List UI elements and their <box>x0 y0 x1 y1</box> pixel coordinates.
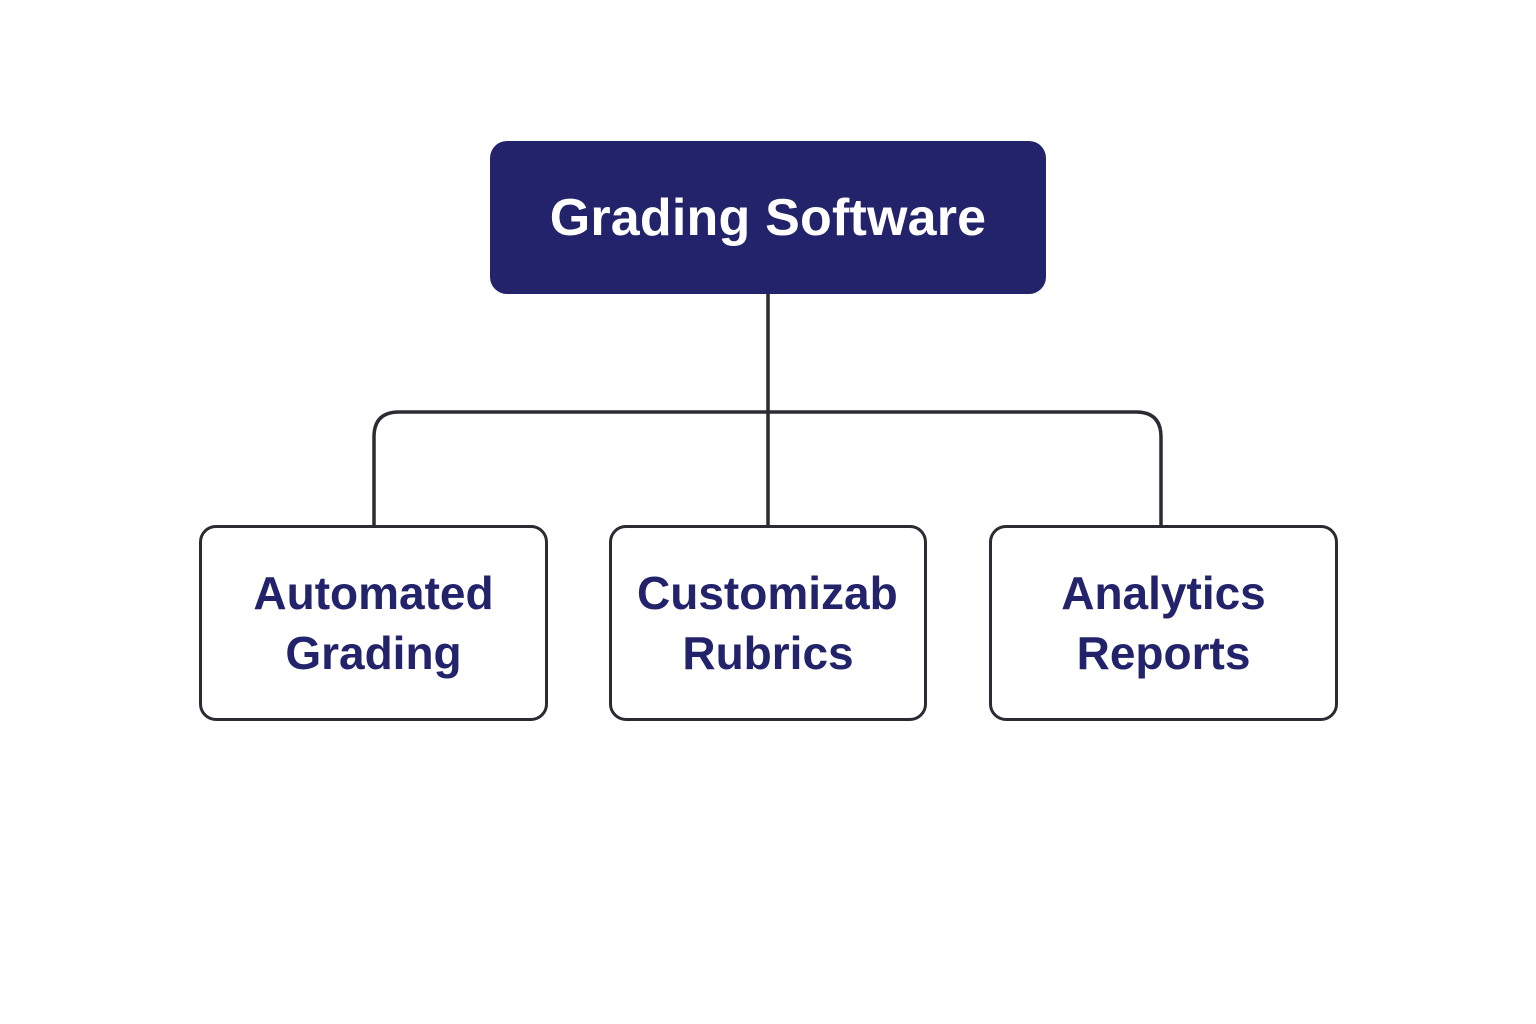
child-node-label: Customizable Rubrics <box>637 567 899 679</box>
child-node-label: Automated Grading <box>253 567 494 679</box>
child-node-analytics-reports: Analytics Reports <box>989 525 1338 721</box>
root-node-label: Grading Software <box>549 188 987 247</box>
root-node-grading-software: Grading Software <box>490 141 1046 294</box>
child-node-automated-grading: Automated Grading <box>199 525 548 721</box>
child-node-label: Analytics Reports <box>1061 567 1266 679</box>
child-node-customizable-rubrics: Customizable Rubrics <box>609 525 927 721</box>
